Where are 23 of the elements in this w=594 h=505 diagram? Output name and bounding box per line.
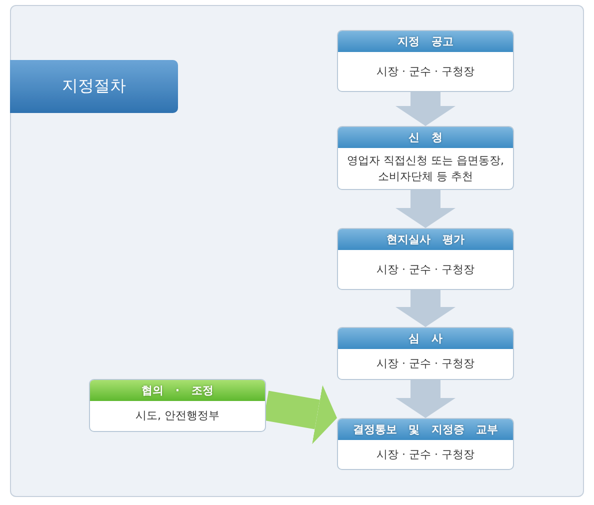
step-card <box>337 228 514 290</box>
step-description: 시장 · 군수 · 구청장 <box>376 356 474 372</box>
step-card <box>337 418 514 470</box>
flow-arrow <box>396 380 456 418</box>
step-title: 지정 공고 <box>338 31 513 52</box>
step-description: 시장 · 군수 · 구청장 <box>376 446 474 462</box>
step-title: 협의 · 조정 <box>90 380 265 401</box>
step-title: 결정통보 및 지정증 교부 <box>338 419 513 440</box>
step-description: 시장 · 군수 · 구청장 <box>376 262 474 278</box>
flow-arrow <box>396 290 456 327</box>
section-tab: 지정절차 <box>10 60 178 113</box>
step-title: 신 청 <box>338 127 513 148</box>
flow-arrow <box>396 92 456 126</box>
flow-arrow <box>396 190 456 228</box>
step-title: 현지실사 평가 <box>338 229 513 250</box>
step-description: 시장 · 군수 · 구청장 <box>376 64 474 80</box>
step-description: 영업자 직접신청 또는 읍면동장, 소비자단체 등 추천 <box>346 152 505 184</box>
step-title: 심 사 <box>338 328 513 349</box>
step-description: 시도, 안전행정부 <box>136 408 220 424</box>
step-card <box>337 327 514 380</box>
step-card <box>337 126 514 190</box>
step-card <box>89 379 266 432</box>
step-card <box>337 30 514 92</box>
